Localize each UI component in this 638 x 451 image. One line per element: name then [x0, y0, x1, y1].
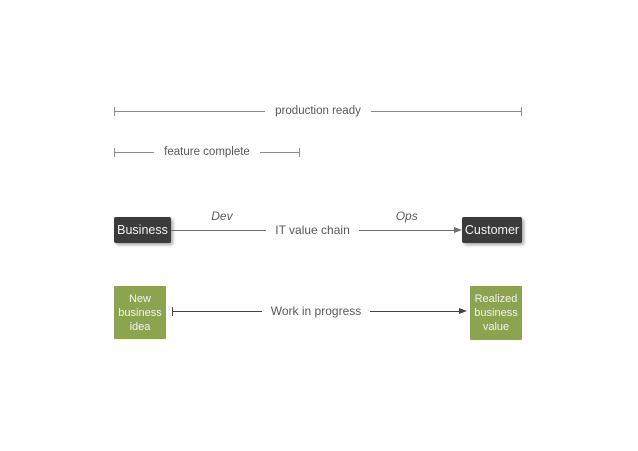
bracket-end-tick — [299, 147, 301, 157]
feature-complete-bracket: feature complete — [114, 144, 301, 160]
realized-business-value-box: Realized business value — [470, 286, 522, 340]
realized-business-value-line3: value — [482, 321, 510, 333]
work-in-progress-label: Work in progress — [270, 304, 362, 318]
business-box-label: Business — [117, 223, 168, 237]
production-ready-label: production ready — [275, 105, 361, 117]
chain-line-dev — [171, 229, 267, 231]
feature-complete-label: feature complete — [164, 146, 250, 158]
arrowhead-icon — [459, 308, 468, 314]
arrowhead-icon — [454, 227, 462, 233]
bracket-line — [115, 110, 266, 112]
work-in-progress-connector: Work in progress — [172, 298, 468, 324]
new-business-idea-line2: business — [118, 306, 162, 319]
bracket-line — [115, 151, 155, 153]
new-business-idea-line3: idea — [129, 320, 151, 333]
production-ready-bracket: production ready — [114, 103, 523, 119]
customer-box-label: Customer — [464, 223, 520, 237]
bracket-line — [370, 110, 522, 112]
flow-line-left — [173, 310, 262, 312]
it-value-chain-connector: IT value chain Dev Ops — [171, 209, 462, 243]
realized-business-value-line2: business — [474, 307, 518, 319]
bracket-line — [259, 151, 300, 153]
new-business-idea-line1: New — [128, 292, 151, 305]
realized-business-value-line1: Realized — [474, 293, 518, 305]
business-box: Business — [114, 217, 171, 243]
bracket-start-tick — [114, 106, 115, 116]
bracket-start-tick — [114, 147, 115, 157]
new-business-idea-box: New business idea — [114, 286, 166, 339]
flow-start-tick — [172, 306, 173, 316]
flow-line-right — [370, 310, 460, 312]
dev-phase-label: Dev — [211, 209, 233, 223]
bracket-end-tick — [521, 106, 523, 116]
customer-box: Customer — [462, 217, 522, 243]
ops-phase-label: Ops — [395, 209, 418, 223]
chain-line-ops — [358, 229, 454, 231]
it-value-chain-label: IT value chain — [275, 223, 350, 237]
